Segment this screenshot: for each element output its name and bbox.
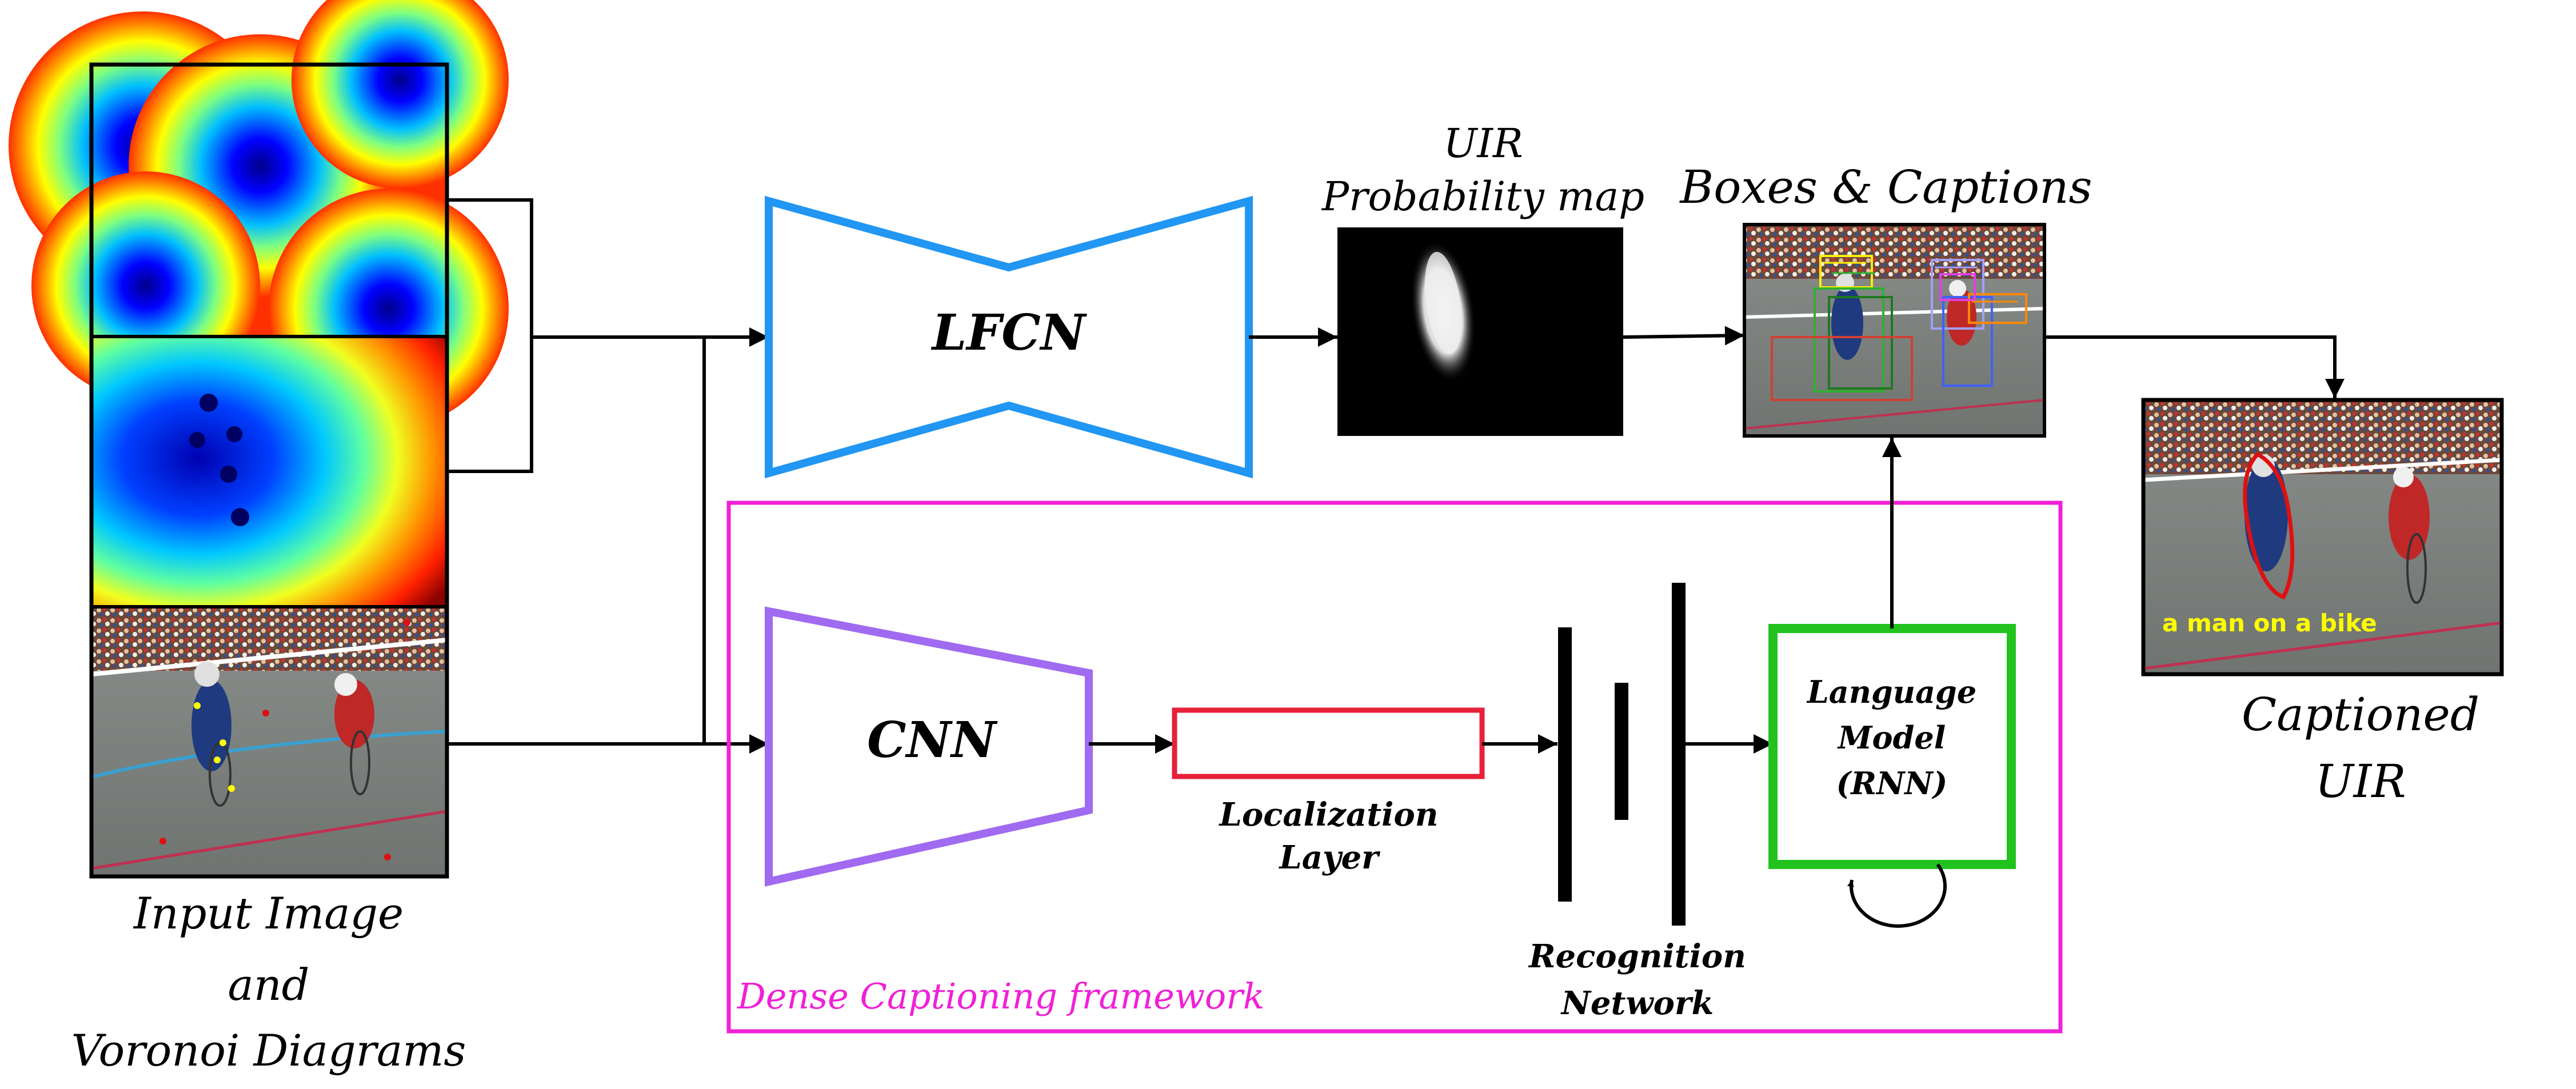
localization-label-line1: Localization — [1219, 796, 1439, 834]
voronoi-diagram-2 — [91, 338, 447, 606]
framework-label: Dense Captioning framework — [737, 975, 1264, 1017]
localization-layer-block — [1172, 707, 1485, 779]
output-overlay-caption: a man on a bike — [2162, 609, 2377, 637]
dense-captioning-frame — [726, 501, 2063, 1034]
output-caption-line2: UIR — [2315, 755, 2406, 808]
lfcn-block — [765, 195, 1253, 479]
recognition-network — [1558, 583, 1686, 926]
lfcn-label: LFCN — [930, 304, 1088, 362]
voronoi-merge-connector — [447, 198, 769, 744]
language-model-line1: Language — [1806, 674, 1976, 710]
output-frame — [2141, 398, 2504, 676]
localization-label-line2: Layer — [1278, 839, 1380, 876]
input-photo — [91, 608, 448, 876]
boxes-to-output-arrow — [2044, 335, 2345, 398]
recognition-label-line1: Recognition — [1528, 938, 1746, 975]
boxes-frame — [1743, 223, 2046, 438]
language-model-line2: Model — [1837, 719, 1946, 756]
language-model-line3: (RNN) — [1836, 765, 1948, 802]
probmap-to-boxes-arrow — [1623, 326, 1745, 346]
probmap-title-line1: UIR — [1443, 120, 1523, 167]
input-caption-line2: and — [228, 959, 310, 1010]
boxes-captions-image — [1744, 225, 2045, 436]
output-caption-line1: Captioned — [2242, 688, 2479, 741]
language-model-block — [1768, 624, 2016, 869]
input-caption-line3: Voronoi Diagrams — [71, 1025, 466, 1076]
probmap-title-line2: Probability map — [1321, 173, 1644, 220]
rnn-recurrence-loop — [1847, 863, 1947, 928]
cnn-block — [765, 606, 1093, 887]
input-caption-line1: Input Image — [133, 888, 404, 939]
recognition-label-line2: Network — [1560, 984, 1714, 1022]
probability-map — [1337, 227, 1623, 436]
boxes-title: Boxes & Captions — [1679, 161, 2092, 214]
cnn-label: CNN — [867, 711, 998, 769]
captioned-output-image: a man on a bike — [2143, 400, 2502, 674]
